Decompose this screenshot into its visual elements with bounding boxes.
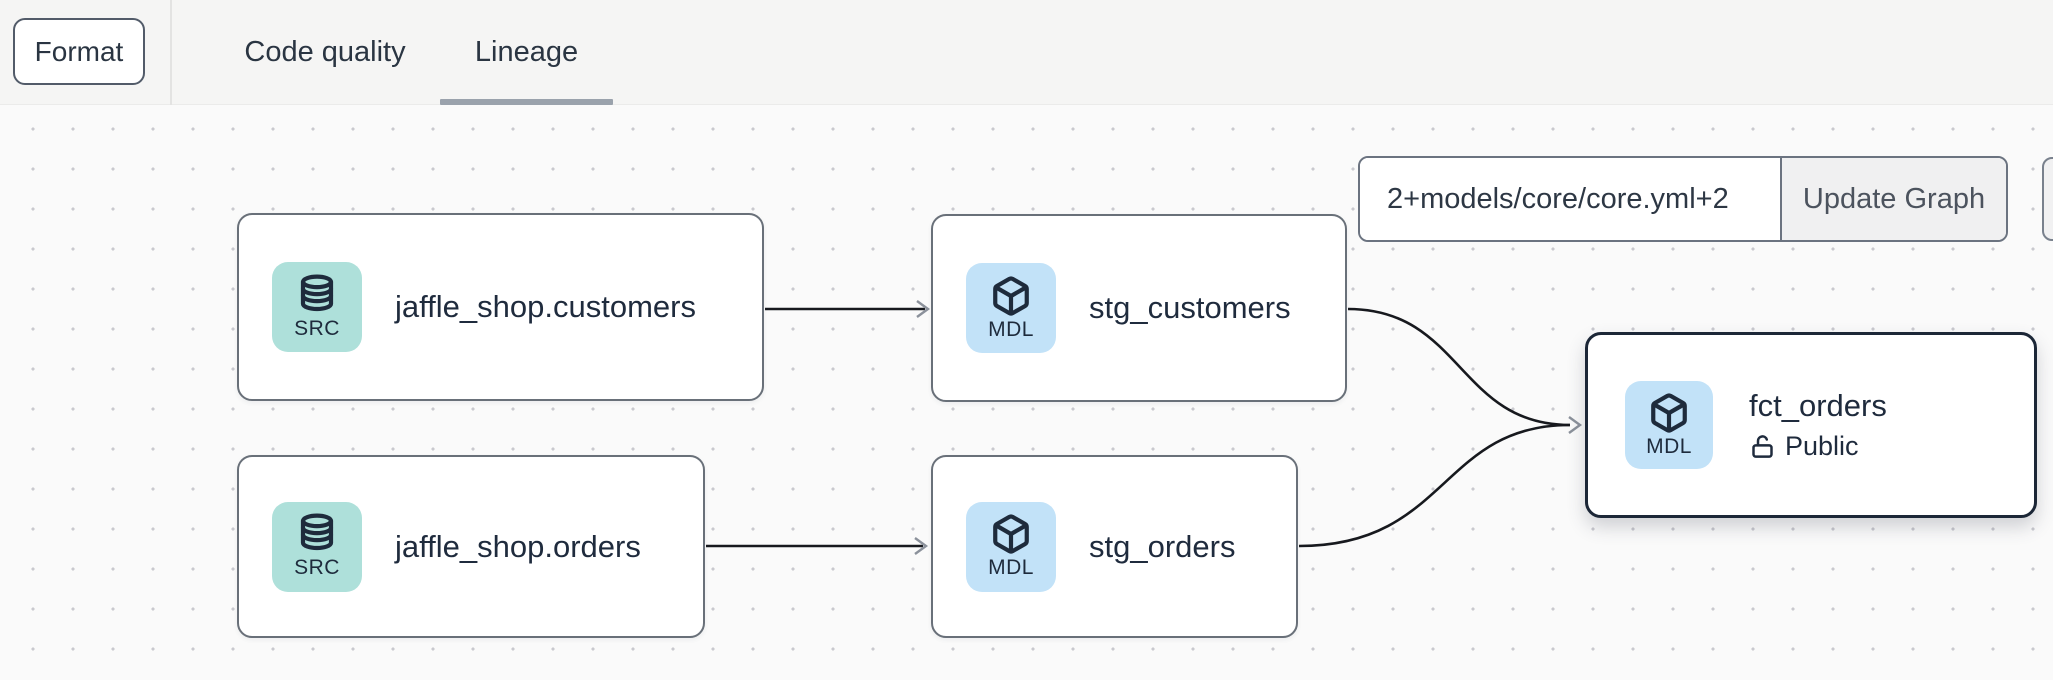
format-button[interactable]: Format [13, 18, 145, 85]
node-fct-orders[interactable]: MDL fct_orders Public [1585, 332, 2037, 518]
node-jaffle-shop-orders[interactable]: SRC jaffle_shop.orders [237, 455, 705, 638]
update-graph-button[interactable]: Update Graph [1780, 158, 2006, 240]
badge-label: MDL [988, 556, 1034, 579]
tab-lineage[interactable]: Lineage [474, 36, 579, 68]
unlock-icon [1752, 435, 1773, 458]
database-icon [300, 513, 334, 551]
model-type-badge: MDL [966, 501, 1056, 592]
model-type-badge: MDL [966, 263, 1056, 353]
selector-input[interactable] [1360, 158, 1780, 240]
badge-label: SRC [294, 316, 340, 340]
node-title: jaffle_shop.orders [395, 528, 641, 564]
node-title: stg_orders [1089, 528, 1236, 564]
badge-label: SRC [294, 556, 340, 579]
graph-selector-group: Update Graph [1358, 156, 2008, 242]
access-label: Public [1785, 431, 1859, 461]
model-cube-icon [993, 275, 1029, 316]
lineage-canvas[interactable]: SRC jaffle_shop.customers SRC jaffle_sho… [0, 105, 2053, 680]
badge-label: MDL [988, 317, 1034, 341]
source-type-badge: SRC [272, 501, 362, 592]
model-cube-icon [1651, 392, 1687, 433]
edge-arrowhead [916, 300, 931, 318]
model-cube-icon [993, 514, 1029, 554]
toolbar: Format Code quality Lineage [0, 0, 2053, 105]
model-type-badge: MDL [1625, 381, 1713, 469]
source-type-badge: SRC [272, 262, 362, 352]
node-title: jaffle_shop.customers [395, 289, 696, 324]
clipped-right-button[interactable] [2042, 157, 2053, 241]
database-icon [300, 274, 334, 311]
edge-arrowhead [1568, 416, 1583, 434]
node-stg-customers[interactable]: MDL stg_customers [931, 214, 1347, 402]
node-access: Public [1749, 431, 1887, 462]
node-title: stg_customers [1089, 290, 1291, 325]
tab-code-quality[interactable]: Code quality [244, 36, 406, 68]
node-jaffle-shop-customers[interactable]: SRC jaffle_shop.customers [237, 213, 764, 401]
node-title: fct_orders [1749, 388, 1887, 423]
lineage-edges [706, 300, 1583, 555]
active-tab-underline [440, 99, 613, 105]
edge-stgcustomers-fct [1347, 307, 1571, 427]
toolbar-divider [170, 0, 172, 105]
badge-label: MDL [1646, 434, 1692, 458]
edge-stgorders-fct [1298, 423, 1571, 548]
node-stg-orders[interactable]: MDL stg_orders [931, 455, 1298, 638]
edge-arrowhead [914, 537, 929, 555]
